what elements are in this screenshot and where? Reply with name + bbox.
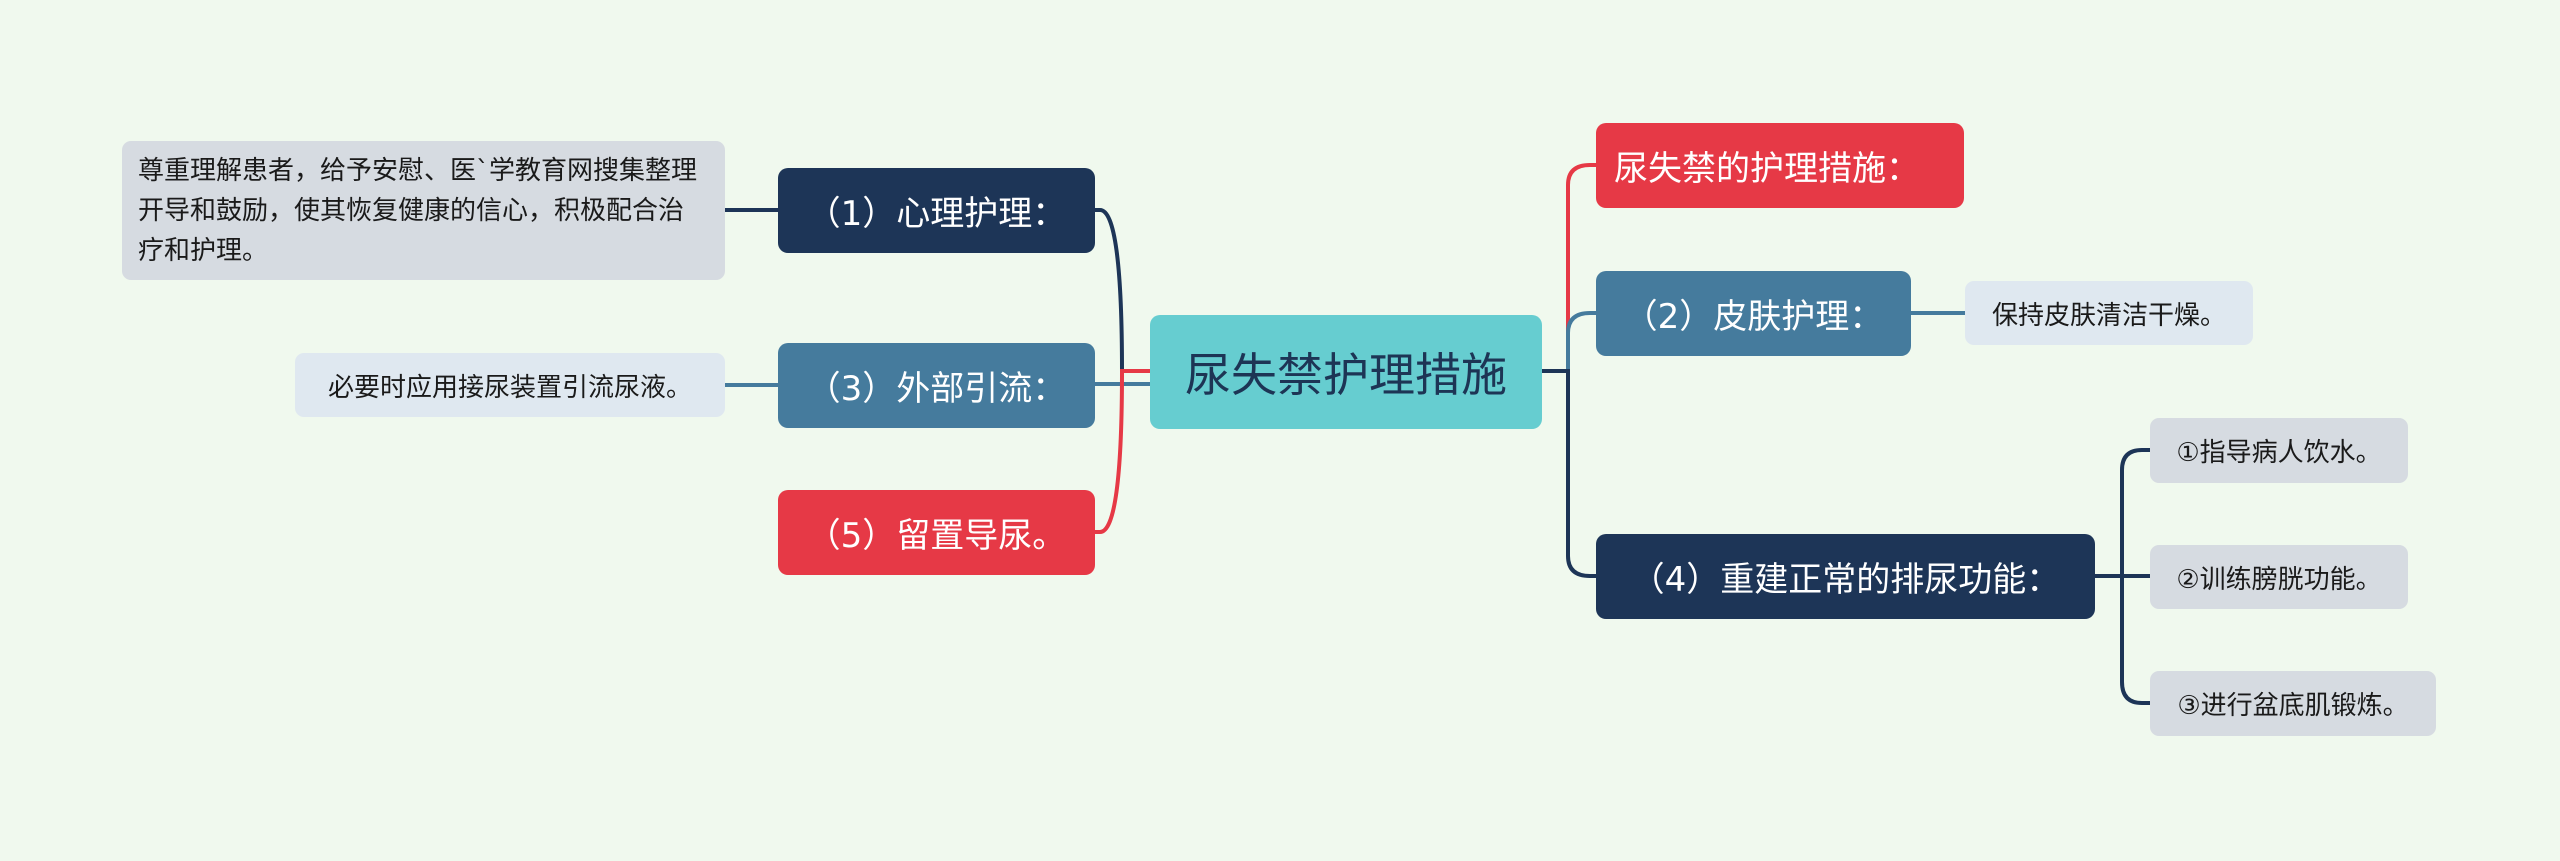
leaf-text: ①指导病人饮水。	[2176, 438, 2382, 468]
leaf-text: 保持皮肤清洁干燥。	[1991, 300, 2226, 331]
branch-incontinence-measures[interactable]: 尿失禁的护理措施：	[1596, 123, 1964, 208]
connector-root-right-2	[1542, 311, 1596, 373]
branch-rebuild-urination[interactable]: （4）重建正常的排尿功能：	[1596, 534, 2095, 619]
leaf-guide-water-intake[interactable]: ①指导病人饮水。	[2150, 418, 2408, 483]
branch-skin-care[interactable]: （2）皮肤护理：	[1596, 271, 1911, 356]
root-node[interactable]: 尿失禁护理措施	[1150, 315, 1542, 429]
connector-root-left-1	[1095, 208, 1150, 373]
leaf-text: 尊重理解患者，给予安慰、医`学教育网搜集整理开导和鼓励，使其恢复健康的信心，积极…	[138, 156, 698, 266]
branch-label: 尿失禁的护理措施：	[1614, 149, 1920, 189]
branch-label: （5）留置导尿。	[806, 516, 1067, 556]
leaf-text: 必要时应用接尿装置引流尿液。	[327, 372, 692, 403]
branch-psychological-care[interactable]: （1）心理护理：	[778, 168, 1095, 253]
branch-indwelling-catheter[interactable]: （5）留置导尿。	[778, 490, 1095, 575]
leaf-bladder-training[interactable]: ②训练膀胱功能。	[2150, 545, 2408, 609]
branch-external-drainage[interactable]: （3）外部引流：	[778, 343, 1095, 428]
leaf-text: ③进行盆底肌锻炼。	[2177, 691, 2409, 721]
branch-label: （1）心理护理：	[806, 194, 1067, 234]
leaf-skin-care[interactable]: 保持皮肤清洁干燥。	[1965, 281, 2253, 345]
leaf-external-drainage[interactable]: 必要时应用接尿装置引流尿液。	[295, 353, 725, 417]
connector-leaf-4	[2095, 448, 2150, 705]
connector-root-left-5	[1095, 369, 1150, 534]
leaf-psychological-care[interactable]: 尊重理解患者，给予安慰、医`学教育网搜集整理开导和鼓励，使其恢复健康的信心，积极…	[122, 141, 725, 280]
connector-root-right-red	[1542, 163, 1596, 373]
leaf-text: ②训练膀胱功能。	[2176, 564, 2382, 595]
leaf-pelvic-floor-exercise[interactable]: ③进行盆底肌锻炼。	[2150, 671, 2436, 736]
root-label: 尿失禁护理措施	[1185, 348, 1507, 402]
branch-label: （3）外部引流：	[806, 369, 1067, 409]
connector-root-right-4	[1542, 369, 1596, 578]
branch-label: （4）重建正常的排尿功能：	[1630, 560, 2061, 600]
branch-label: （2）皮肤护理：	[1623, 297, 1884, 337]
